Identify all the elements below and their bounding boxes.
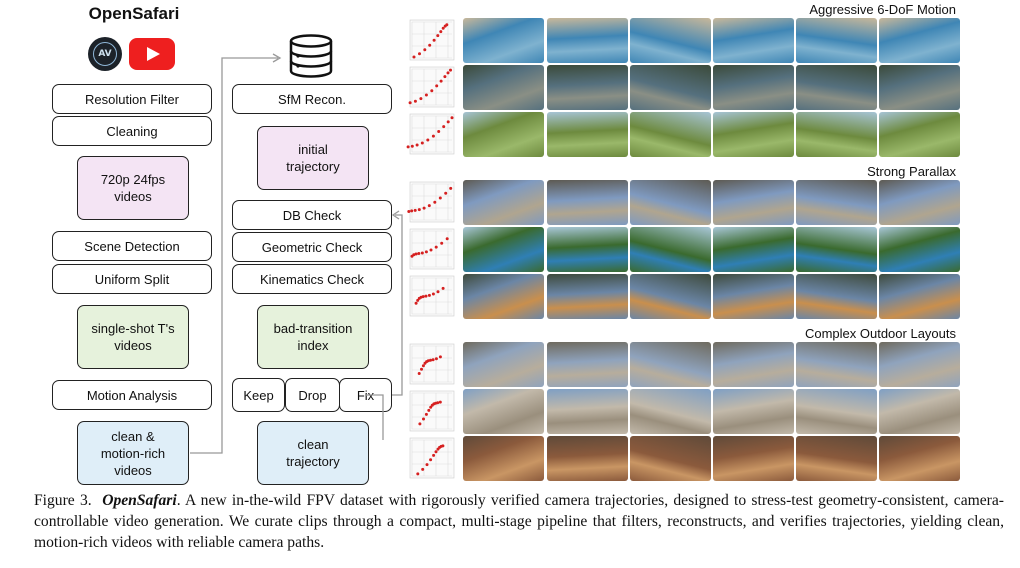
video-thumbnail <box>547 112 628 157</box>
video-thumbnail <box>463 112 544 157</box>
bad-transition-index-box: bad-transition index <box>257 305 369 369</box>
youtube-logo-icon <box>129 38 175 70</box>
video-thumbnail <box>547 389 628 434</box>
video-thumbnail <box>879 389 960 434</box>
trajectory-plot <box>407 181 455 223</box>
video-thumbnail <box>713 227 794 272</box>
keep-box: Keep <box>232 378 285 412</box>
video-thumbnail <box>630 274 711 319</box>
geometric-check-box: Geometric Check <box>232 232 392 262</box>
kinematics-check-box: Kinematics Check <box>232 264 392 294</box>
video-thumbnail <box>713 274 794 319</box>
resolution-filter-box: Resolution Filter <box>52 84 212 114</box>
video-thumbnail <box>796 389 877 434</box>
trajectory-plot <box>409 19 455 61</box>
video-thumbnail <box>630 180 711 225</box>
clean-trajectory-box: clean trajectory <box>257 421 369 485</box>
video-thumbnail <box>630 112 711 157</box>
videos-720p-box: 720p 24fps videos <box>77 156 189 220</box>
motion-analysis-box: Motion Analysis <box>52 380 212 410</box>
trajectory-plot <box>409 343 455 385</box>
video-thumbnail <box>713 180 794 225</box>
av-logo-icon: AV <box>88 37 122 71</box>
video-thumbnail <box>879 180 960 225</box>
video-thumbnail <box>713 18 794 63</box>
video-thumbnail <box>879 436 960 481</box>
video-thumbnail <box>796 436 877 481</box>
video-thumbnail <box>713 389 794 434</box>
video-thumbnail <box>463 18 544 63</box>
video-thumbnail <box>879 342 960 387</box>
video-thumbnail <box>879 227 960 272</box>
video-thumbnail <box>630 342 711 387</box>
database-icon <box>289 34 333 78</box>
pipeline-title: OpenSafari <box>88 4 180 23</box>
video-thumbnail <box>547 18 628 63</box>
video-thumbnail <box>796 180 877 225</box>
db-check-box: DB Check <box>232 200 392 230</box>
video-thumbnail <box>879 274 960 319</box>
video-thumbnail <box>547 65 628 110</box>
video-thumbnail <box>796 342 877 387</box>
video-thumbnail <box>463 389 544 434</box>
video-thumbnail <box>630 65 711 110</box>
video-thumbnail <box>796 18 877 63</box>
video-thumbnail <box>463 342 544 387</box>
video-thumbnail <box>630 389 711 434</box>
video-thumbnail <box>713 65 794 110</box>
section-title-aggressive: Aggressive 6-DoF Motion <box>809 2 956 17</box>
video-thumbnail <box>547 342 628 387</box>
video-thumbnail <box>547 274 628 319</box>
video-thumbnail <box>796 65 877 110</box>
video-thumbnail <box>796 112 877 157</box>
pipeline-connectors <box>190 53 403 454</box>
video-thumbnail <box>463 65 544 110</box>
video-thumbnail <box>630 227 711 272</box>
clean-motion-rich-videos-box: clean & motion-rich videos <box>77 421 189 485</box>
trajectory-plot <box>409 275 455 317</box>
caption-dataset-name: OpenSafari <box>102 492 177 509</box>
logos: AV <box>88 37 188 73</box>
single-shot-videos-box: single-shot T's videos <box>77 305 189 369</box>
sfm-recon-box: SfM Recon. <box>232 84 392 114</box>
figure-caption: Figure 3. OpenSafari. A new in-the-wild … <box>34 490 1004 553</box>
section-title-outdoor: Complex Outdoor Layouts <box>804 326 956 341</box>
scene-detection-box: Scene Detection <box>52 231 212 261</box>
video-thumbnail <box>713 436 794 481</box>
initial-trajectory-box: initial trajectory <box>257 126 369 190</box>
video-thumbnail <box>547 227 628 272</box>
caption-label: Figure 3. <box>34 492 92 509</box>
video-thumbnail <box>630 436 711 481</box>
video-thumbnail <box>879 65 960 110</box>
video-thumbnail <box>463 274 544 319</box>
video-thumbnail <box>879 18 960 63</box>
uniform-split-box: Uniform Split <box>52 264 212 294</box>
video-thumbnail <box>547 180 628 225</box>
video-thumbnail <box>463 227 544 272</box>
video-thumbnail <box>463 180 544 225</box>
video-thumbnail <box>796 227 877 272</box>
cleaning-box: Cleaning <box>52 116 212 146</box>
trajectory-plot <box>409 437 455 479</box>
trajectory-plot <box>409 390 455 432</box>
video-thumbnail <box>630 18 711 63</box>
video-thumbnail <box>796 274 877 319</box>
video-thumbnail <box>547 436 628 481</box>
video-thumbnail <box>713 342 794 387</box>
trajectory-plot <box>409 228 455 270</box>
video-thumbnail <box>879 112 960 157</box>
trajectory-plot <box>408 66 455 108</box>
trajectory-plot <box>406 113 455 155</box>
video-thumbnail <box>463 436 544 481</box>
section-title-parallax: Strong Parallax <box>867 164 956 179</box>
video-thumbnail <box>713 112 794 157</box>
caption-text: . A new in-the-wild FPV dataset with rig… <box>34 492 1004 551</box>
